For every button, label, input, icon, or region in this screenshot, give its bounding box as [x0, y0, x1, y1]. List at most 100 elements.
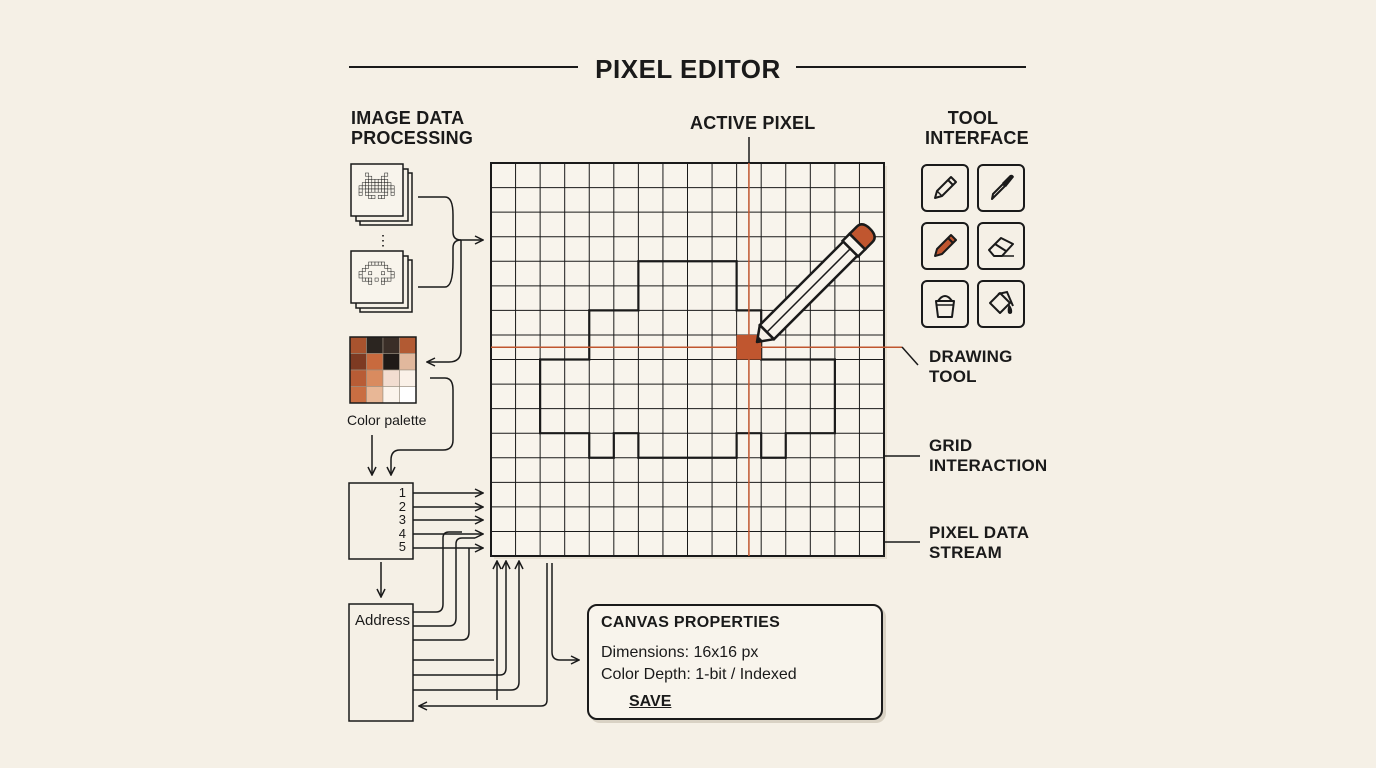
palette-color-cell[interactable] [349, 386, 367, 404]
sprite-pixel [371, 261, 376, 266]
sprite-pixel [365, 277, 369, 282]
sprite-pixel [368, 271, 373, 276]
sprite-pixel [384, 179, 389, 183]
stream-number-list: 1 2 3 4 5 [392, 486, 406, 554]
sprite-pixel [377, 195, 382, 199]
sprite-pixel [377, 185, 382, 190]
sprite-pixel [371, 188, 376, 193]
sprite-pixel [381, 277, 385, 282]
palette-border [349, 336, 417, 404]
pixel-buffer-box [348, 482, 414, 560]
pixel-grid-canvas[interactable] [490, 162, 902, 559]
sprite-pixel [361, 185, 366, 190]
sprite-pixel [358, 188, 363, 193]
sprite-pixel [368, 195, 373, 199]
sprite-pixel [381, 175, 385, 180]
sprite-pixel [390, 274, 395, 279]
sprite-pixel [381, 195, 385, 199]
sprite-pixel [377, 179, 382, 183]
stream-number: 3 [398, 512, 406, 527]
sprite-pixel [377, 261, 382, 266]
sprite-pixel [358, 271, 363, 276]
palette-color-cell[interactable] [382, 336, 400, 354]
sprite-pixel [381, 185, 385, 190]
sprite-pixel [381, 179, 385, 183]
blob-sprite-icon [358, 261, 395, 285]
sprite-pixel [365, 182, 369, 187]
palette-color-cell[interactable] [382, 353, 400, 371]
sprite-pixel [358, 191, 363, 196]
palette-color-cell[interactable] [349, 336, 367, 354]
sprite-pixel [374, 277, 379, 282]
sprite-pixel [361, 268, 366, 272]
sprite-pixel [384, 172, 389, 177]
sprite-pixel [381, 280, 385, 285]
sprite-pixel [374, 179, 379, 183]
sprite-pixel [365, 179, 369, 183]
canvas-properties-panel: CANVAS PROPERTIES Dimensions: 16x16 px C… [587, 604, 883, 720]
sprite-pixel [377, 188, 382, 193]
sprite-pixel [368, 261, 373, 266]
palette-color-cell[interactable] [399, 336, 417, 354]
sprite-pixel [377, 182, 382, 187]
sprite-frame-stack-bottom [350, 250, 413, 313]
sprite-pixel [358, 185, 363, 190]
sprite-pixel [365, 191, 369, 196]
tool-paint-bucket-button[interactable] [921, 280, 969, 328]
tool-eyedropper-button[interactable] [977, 164, 1025, 212]
label-drawing-tool: DRAWING TOOL [929, 347, 1013, 386]
palette-color-cell[interactable] [349, 369, 367, 387]
sprite-pixel [374, 261, 379, 266]
palette-color-cell[interactable] [399, 353, 417, 371]
sprite-pixel [368, 185, 373, 190]
palette-color-cell[interactable] [382, 386, 400, 404]
sprite-pixel [390, 188, 395, 193]
sprite-pixel [371, 182, 376, 187]
palette-color-cell[interactable] [399, 369, 417, 387]
stream-number: 4 [398, 525, 406, 541]
palette-color-cell[interactable] [366, 369, 384, 387]
sprite-pixel [365, 185, 369, 190]
tool-brush-button[interactable] [921, 222, 969, 270]
invader-sprite-icon [358, 172, 395, 199]
sprite-pixel [390, 185, 395, 190]
tool-fill-button[interactable] [977, 280, 1025, 328]
sprite-pixel [365, 264, 369, 269]
sprite-pixel [390, 191, 395, 196]
sprite-pixel [384, 188, 389, 193]
fill-bucket-icon [989, 290, 1014, 314]
sprite-pixel [374, 188, 379, 193]
tool-pencil-button[interactable] [921, 164, 969, 212]
palette-color-cell[interactable] [399, 386, 417, 404]
sprite-pixel [371, 179, 376, 183]
tool-eraser-button[interactable] [977, 222, 1025, 270]
sprite-pixel [384, 277, 389, 282]
sprite-pixel [361, 277, 366, 282]
stream-number: 1 [398, 485, 406, 500]
sprite-pixel [384, 264, 389, 269]
sprite-pixel [368, 175, 373, 180]
palette-color-cell[interactable] [366, 353, 384, 371]
label-tool-interface: TOOL INTERFACE [925, 108, 1029, 148]
eraser-icon [988, 237, 1014, 257]
sprite-pixel [387, 182, 392, 187]
canvas-color-depth: Color Depth: 1-bit / Indexed [601, 666, 797, 683]
page-title: PIXEL EDITOR [595, 54, 781, 84]
palette-color-cell[interactable] [349, 353, 367, 371]
label-grid-interaction: GRID INTERACTION [929, 436, 1048, 475]
palette-color-cell[interactable] [366, 386, 384, 404]
brush-icon [934, 234, 957, 257]
palette-color-cell[interactable] [382, 369, 400, 387]
ellipsis-dots: ⋮ [376, 232, 390, 248]
label-image-data-processing: IMAGE DATA PROCESSING [351, 108, 474, 148]
connector-lines [372, 196, 578, 706]
color-palette-swatch[interactable] [349, 336, 417, 404]
sprite-pixel [368, 280, 373, 285]
palette-color-cell[interactable] [366, 336, 384, 354]
save-button[interactable]: SAVE [601, 692, 671, 712]
sprite-frame-stack-top [350, 163, 413, 226]
label-color-palette: Color palette [347, 412, 427, 428]
sprite-pixel [384, 182, 389, 187]
pencil-icon [934, 176, 957, 199]
